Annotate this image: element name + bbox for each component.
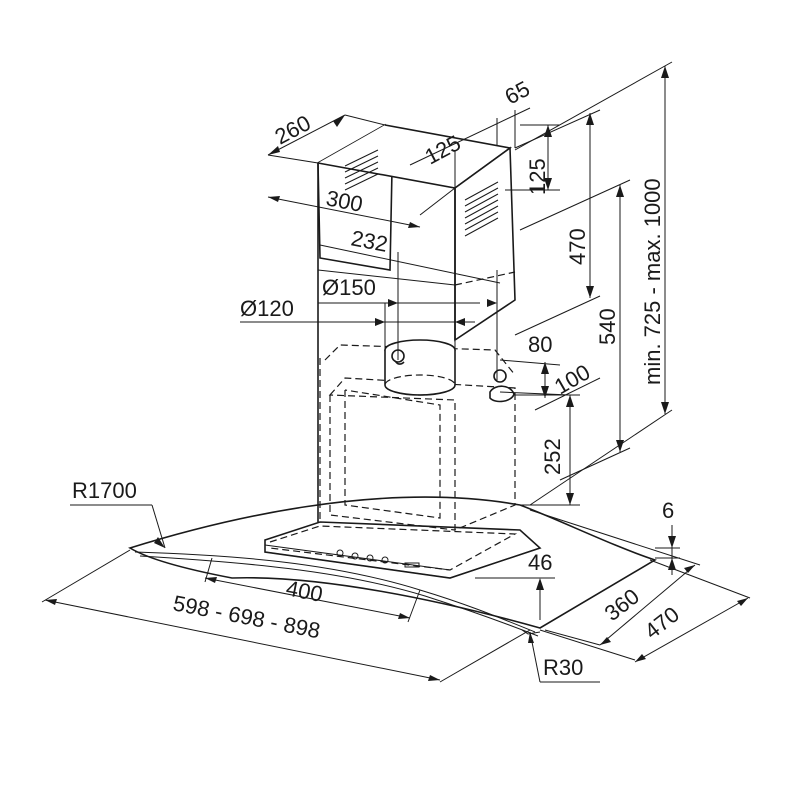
label-outlet-offset: 80 — [528, 332, 552, 357]
label-bracket-height: 540 — [595, 308, 620, 345]
button-icon — [351, 552, 359, 560]
label-control-panel-height: 46 — [528, 550, 552, 575]
arrowheads — [45, 66, 748, 681]
label-glass-radius: R1700 — [72, 478, 137, 503]
label-overall-height: min. 725 - max. 1000 — [640, 178, 665, 385]
wall-bracket — [489, 369, 515, 403]
label-chimney-depth: 260 — [271, 110, 315, 149]
hood-base — [264, 521, 542, 579]
vent-slots-right — [464, 181, 499, 237]
outlet-spigot — [384, 339, 456, 396]
light-indicator-icon — [404, 562, 420, 568]
label-body-depth: 360 — [600, 584, 644, 626]
button-icon — [366, 554, 374, 562]
button-icon — [381, 556, 389, 564]
label-upper-bracket-height: 470 — [565, 228, 590, 265]
label-corner-radius: R30 — [543, 655, 583, 680]
label-outlet-diameter: Ø150 — [322, 275, 376, 300]
label-spigot-diameter: Ø120 — [240, 296, 294, 321]
label-vent-offset: 65 — [501, 76, 534, 110]
chimney — [317, 123, 516, 522]
button-icon — [336, 549, 344, 557]
vent-slots-left — [344, 149, 379, 191]
hood-body — [319, 344, 516, 531]
label-body-height: 252 — [540, 438, 565, 475]
dimension-lines — [41, 61, 751, 683]
label-outlet-depth: 100 — [550, 359, 594, 399]
label-vent-height: 125 — [525, 158, 550, 195]
screw-icon — [493, 369, 507, 383]
label-glass-thickness: 6 — [662, 498, 674, 523]
